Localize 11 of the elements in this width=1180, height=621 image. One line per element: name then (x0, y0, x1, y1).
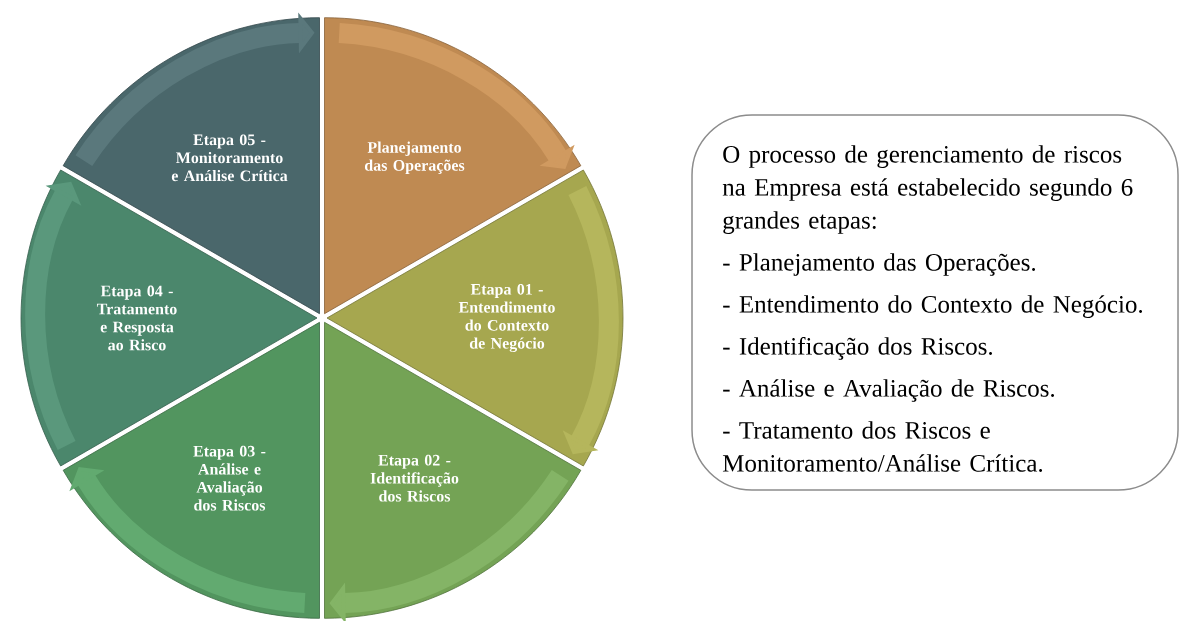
list-item: - Planejamento das Operações. (723, 253, 1036, 276)
curved-arrow (69, 467, 306, 613)
curved-arrow (338, 23, 575, 169)
curved-arrow (329, 469, 569, 621)
list-item: - Identificação dos Riscos. (723, 336, 992, 360)
intro-text: O processo de gerenciamento de riscos na Empresa está estabelecido segundo 6 grandes etapas: (722, 145, 1133, 234)
curved-arrow (75, 12, 315, 167)
list-item: - Entendimento do Contexto de Negócio. (723, 295, 1143, 318)
list-item: - Análise e Avaliação de Riscos. (723, 379, 1055, 402)
list-item: - Tratamento dos Riscos e Monitoramento/Análise Crítica. (722, 421, 1043, 472)
callout-box (691, 114, 1179, 491)
